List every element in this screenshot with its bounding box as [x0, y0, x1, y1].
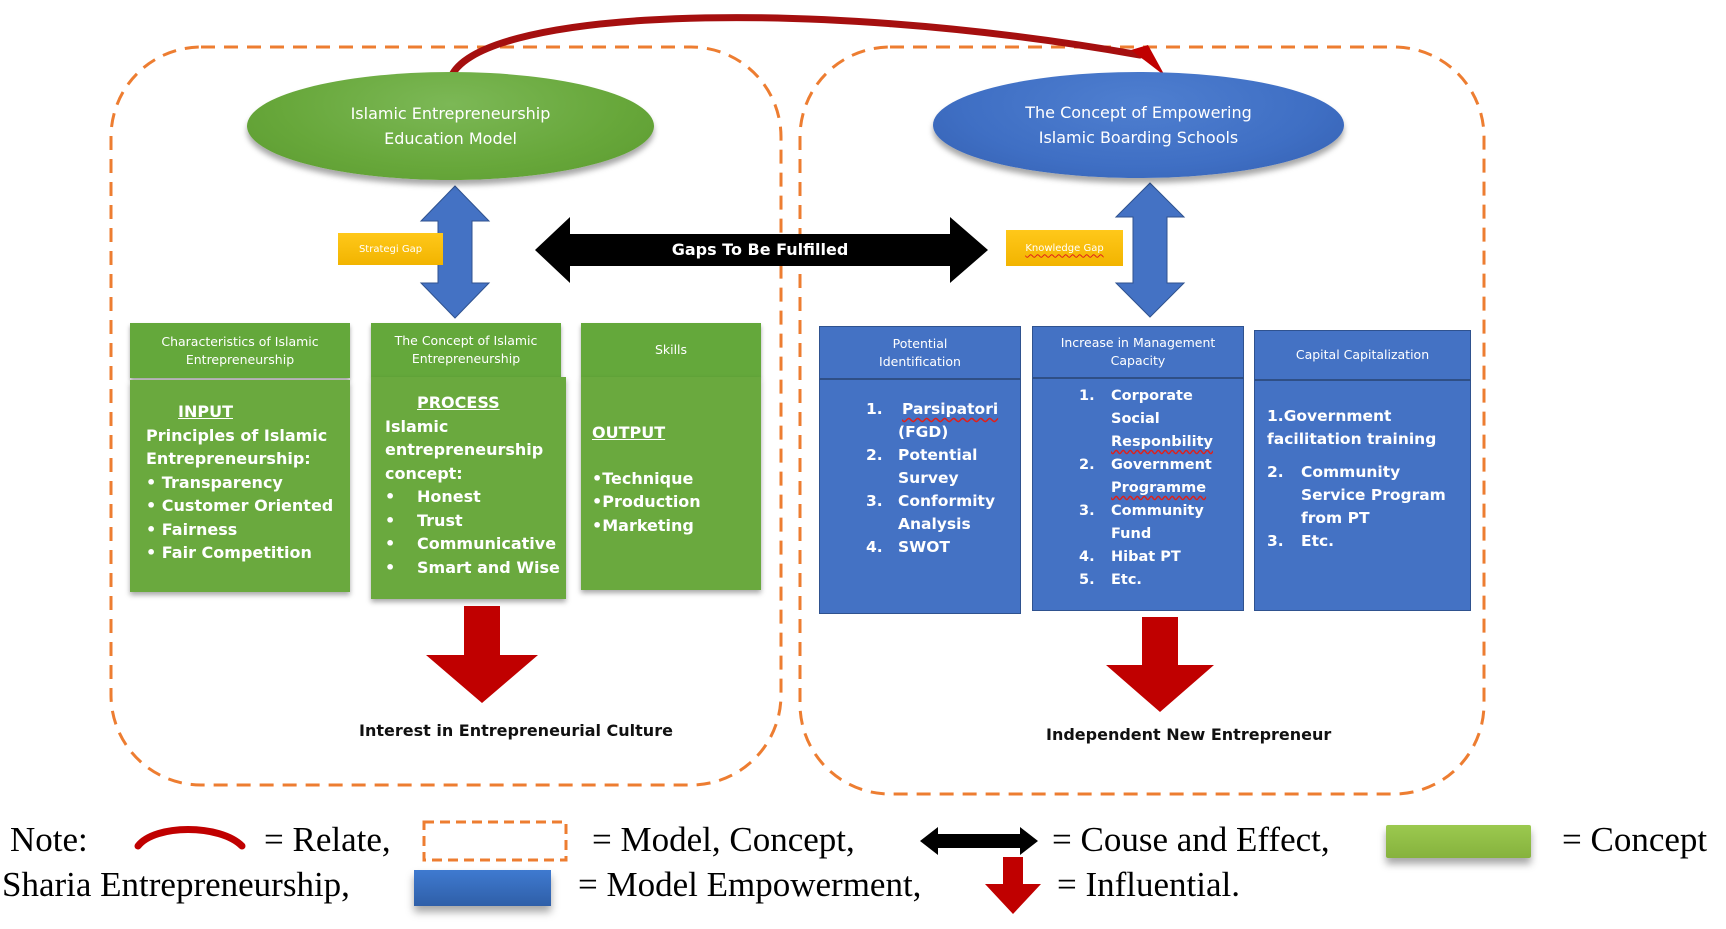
column-body-output: OUTPUT •Technique •Production •Marketing: [581, 377, 761, 590]
gaps-double-arrow[interactable]: [535, 217, 988, 283]
process-intro: Islamic entrepreneurship concept:: [385, 416, 544, 483]
list-item: •Marketing: [592, 515, 694, 535]
legend-influential-text: = Influential.: [1057, 865, 1241, 904]
legend-model-empowerment-swatch: [414, 870, 551, 906]
list-item: 1.Parsipatori(FGD): [866, 400, 999, 441]
legend-cause-effect-text: = Couse and Effect,: [1052, 820, 1330, 859]
section-process: PROCESS: [417, 393, 500, 412]
list-item: 4.Hibat PT: [1079, 549, 1181, 565]
legend-relate-icon: [134, 826, 246, 850]
list-item: •Technique: [592, 468, 694, 488]
section-input: INPUT: [178, 402, 233, 421]
strategi-gap-text: Strategi Gap: [358, 243, 423, 255]
right-result-label: Independent New Entrepreneur: [1046, 725, 1332, 744]
gaps-label: Gaps To Be Fulfilled: [671, 240, 849, 259]
relate-arrow: [446, 14, 1144, 84]
list-item: •Trust: [385, 510, 463, 530]
knowledge-gap-label: Knowledge Gap: [1006, 230, 1123, 266]
right-influential-arrow: [1106, 617, 1214, 712]
legend-relate-text: = Relate,: [264, 820, 391, 859]
left-model-title-ellipse: Islamic Entrepreneurship Education Model: [247, 72, 654, 180]
left-model-title: Islamic Entrepreneurship Education Model: [350, 104, 551, 148]
legend-sharia-text: Sharia Entrepreneurship,: [2, 865, 350, 904]
section-output: OUTPUT: [592, 423, 666, 442]
legend-model-concept-icon: [422, 820, 568, 862]
list-item: •Smart and Wise: [385, 557, 560, 577]
column-header-text: Capital Capitalization: [1295, 347, 1430, 362]
left-double-arrow: [419, 185, 491, 319]
column-body-capital-capitalization: 1.Government facilitation training 2.Com…: [1254, 381, 1471, 611]
relate-arrowhead: [1131, 45, 1165, 76]
right-model-container: [798, 45, 1486, 796]
list-item: •Communicative: [385, 534, 557, 553]
list-item: 3.Etc.: [1267, 532, 1335, 550]
legend-model-empowerment-text: = Model Empowerment,: [578, 865, 922, 904]
column-header-concept: The Concept of Islamic Entrepreneurship: [371, 323, 561, 377]
legend-concept-swatch: [1386, 825, 1531, 858]
right-model-title: The Concept of Empowering Islamic Boardi…: [1025, 103, 1252, 147]
left-influential-arrow: [426, 606, 538, 703]
list-item: 1.Government facilitation training: [1267, 407, 1437, 448]
column-header-potential-identification: Potential Identification: [819, 326, 1021, 380]
legend-note-label: Note:: [10, 820, 88, 859]
column-header-text: Increase in Management Capacity: [1060, 335, 1216, 368]
list-item: 3.Community Fund: [1079, 503, 1204, 542]
list-item: • Transparency: [146, 472, 283, 492]
legend-model-concept-text: = Model, Concept,: [592, 820, 855, 859]
list-item: • Customer Oriented: [146, 496, 334, 515]
column-header-text: Skills: [654, 342, 688, 357]
input-intro: Principles of Islamic Entrepreneurship:: [146, 425, 328, 469]
column-header-text: Potential Identification: [879, 335, 961, 369]
list-item: • Fair Competition: [146, 543, 312, 562]
legend-influential-icon: [985, 857, 1041, 914]
knowledge-gap-text: Knowledge Gap: [1025, 242, 1104, 254]
column-header-skills: Skills: [581, 323, 761, 377]
right-model-title-ellipse: The Concept of Empowering Islamic Boardi…: [933, 72, 1344, 178]
list-item: 2.Community Service Program from PT: [1267, 463, 1446, 527]
left-result-label: Interest in Entrepreneurial Culture: [359, 721, 673, 740]
column-body-process: PROCESS Islamic entrepreneurship concept…: [371, 377, 566, 599]
list-item: 4.SWOT: [866, 538, 951, 556]
list-item: •Production: [592, 492, 701, 511]
column-body-input: INPUT Principles of Islamic Entrepreneur…: [130, 380, 350, 592]
legend-concept-text: = Concept: [1562, 820, 1708, 859]
legend-cause-effect-icon: [920, 827, 1038, 855]
list-item: 2.Potential Survey: [866, 446, 978, 487]
column-header-text: Characteristics of Islamic Entrepreneurs…: [161, 333, 319, 367]
list-item: •Honest: [385, 487, 481, 506]
right-double-arrow: [1114, 182, 1186, 318]
list-item: 5.Etc.: [1079, 572, 1142, 588]
strategi-gap-label: Strategi Gap: [338, 233, 443, 265]
column-header-capital-capitalization: Capital Capitalization: [1254, 330, 1471, 381]
left-model-container: [109, 45, 783, 787]
column-header-text: The Concept of Islamic Entrepreneurship: [394, 333, 538, 366]
column-header-management-capacity: Increase in Management Capacity: [1032, 326, 1244, 379]
list-item: 3.Conformity Analysis: [866, 492, 996, 533]
list-item: • Fairness: [146, 519, 238, 539]
column-body-potential-identification: 1.Parsipatori(FGD) 2.Potential Survey 3.…: [819, 380, 1021, 614]
column-header-characteristics: Characteristics of Islamic Entrepreneurs…: [130, 323, 350, 378]
